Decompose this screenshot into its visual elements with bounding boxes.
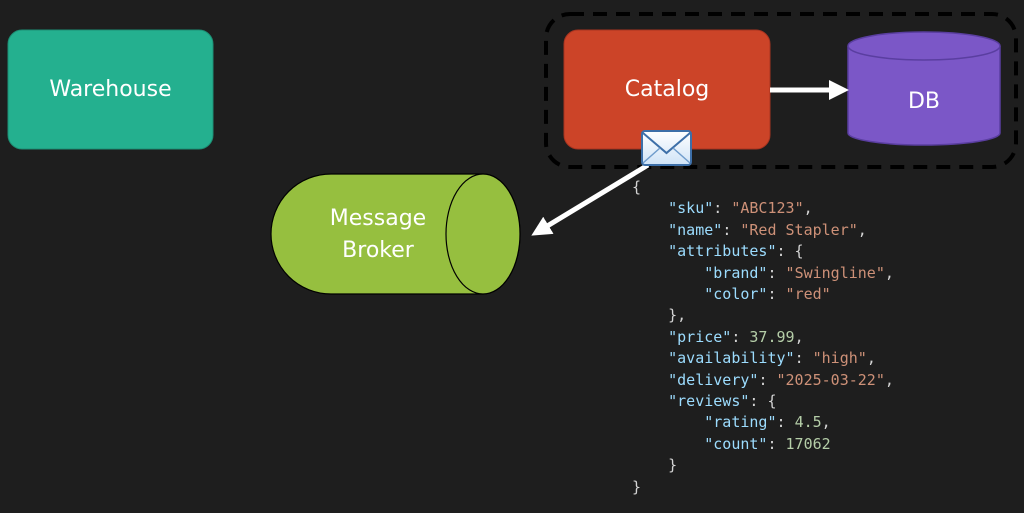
sku-value: ABC123 [740, 199, 795, 218]
db-cylinder[interactable] [847, 31, 1001, 146]
message-broker-label-line1: Message [329, 206, 427, 231]
count-value: 17062 [785, 434, 831, 453]
envelope-icon [641, 130, 692, 166]
message-broker-cylinder[interactable] [270, 173, 521, 295]
rating-value: 4.5 [794, 413, 822, 432]
availability-value: high [821, 349, 858, 368]
warehouse-box[interactable] [7, 29, 214, 150]
delivery-value: 2025-03-22 [785, 370, 876, 389]
warehouse-label: Warehouse [49, 77, 172, 102]
color-value: red [794, 285, 822, 304]
db-label: DB [907, 89, 941, 114]
price-value: 37.99 [749, 327, 795, 346]
service-boundary [544, 12, 1018, 169]
json-payload: { "sku": "ABC123", "name": "Red Stapler"… [632, 178, 894, 496]
name-value: Red Stapler [749, 220, 849, 239]
catalog-label: Catalog [624, 77, 710, 102]
brand-value: Swingline [794, 263, 876, 282]
catalog-to-broker-arrow [531, 162, 650, 236]
message-broker-label-line2: Broker [342, 238, 414, 263]
